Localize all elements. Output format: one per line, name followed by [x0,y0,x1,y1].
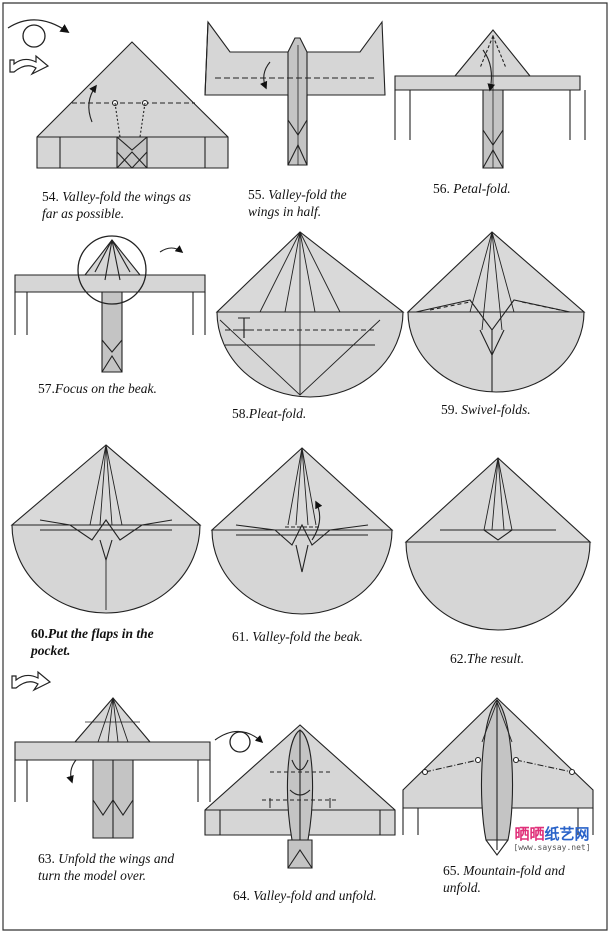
figure-step-60 [12,445,200,613]
caption-step-57: 57.Focus on the beak. [38,381,157,396]
figure-step-65 [403,698,593,855]
figure-step-55 [205,22,385,165]
turn-over-icon [230,732,250,752]
watermark-title: 晒晒纸艺网 [514,825,590,843]
hollow-arrow-icon [12,672,50,690]
caption-step-58: 58.Pleat-fold. [232,406,307,421]
page-border [3,3,607,930]
caption-step-56: 56. Petal-fold. [433,181,511,196]
figure-step-56 [395,30,585,168]
turn-over-icon [8,20,70,47]
caption-step-62: 62.The result. [450,651,525,666]
caption-step-64: 64. Valley-fold and unfold. [233,888,377,903]
figure-step-63 [15,698,210,838]
figure-step-57 [15,236,205,372]
figure-step-62 [406,458,590,630]
watermark-url: [www.saysay.net] [513,843,591,852]
figure-step-59 [408,232,584,392]
watermark: 晒晒纸艺网 [www.saysay.net] [497,825,607,853]
figure-step-61 [212,448,392,614]
caption-step-61: 61. Valley-fold the beak. [232,629,363,644]
figure-step-54 [37,42,228,168]
hollow-arrow-icon [10,56,48,74]
figure-step-64 [205,725,395,868]
caption-step-59: 59. Swivel-folds. [441,402,531,417]
figure-step-58 [217,232,403,397]
